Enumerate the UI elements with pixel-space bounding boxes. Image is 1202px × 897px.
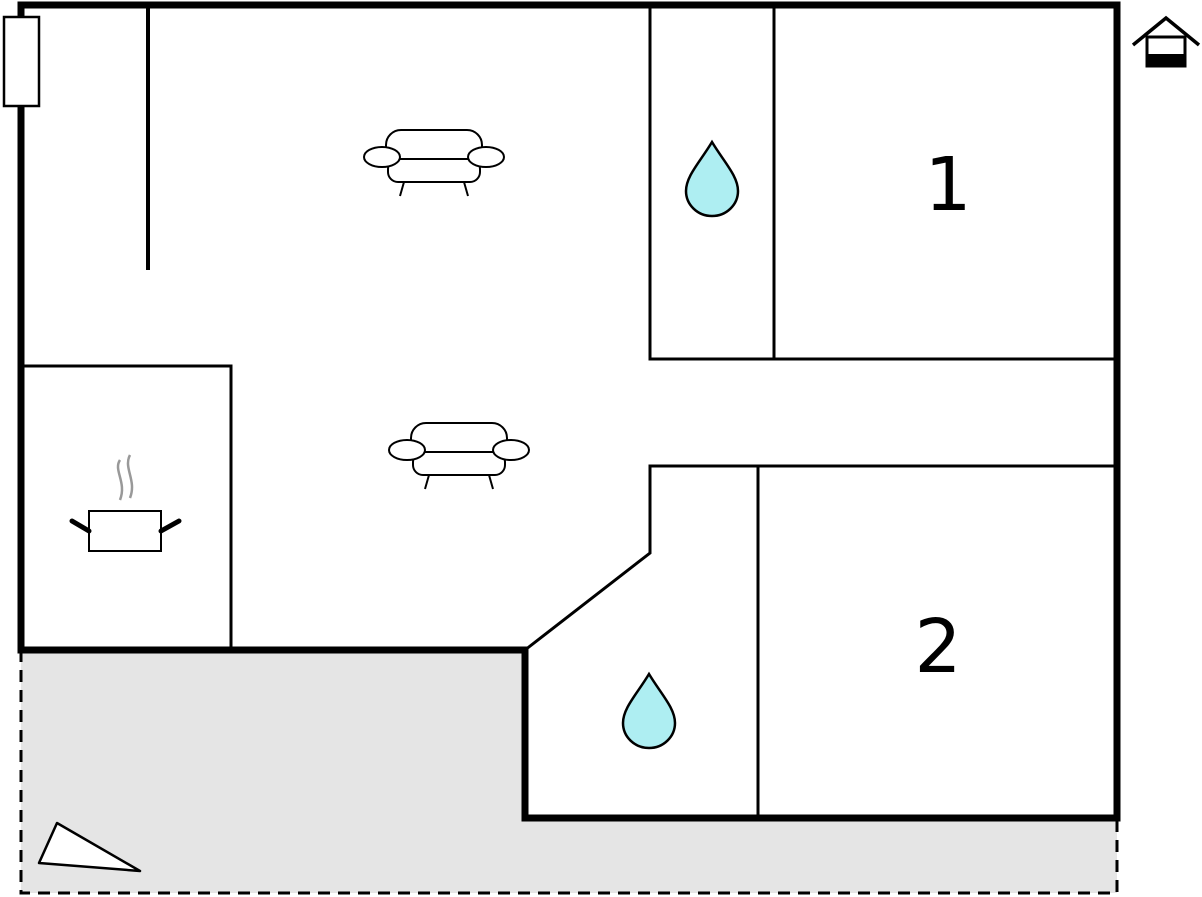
terrace-boundary (19, 650, 1119, 895)
water-drop-icon (684, 139, 740, 218)
room-label-1: 1 (924, 142, 971, 228)
compass-triangle-icon (37, 821, 142, 873)
radiator-icon (2, 15, 41, 108)
sofa-icon (363, 129, 505, 197)
kitchen-wall (21, 364, 233, 650)
bathroom-2-wall (524, 464, 1117, 652)
terrace-area (21, 650, 1117, 893)
bathroom-1-wall (648, 5, 1117, 361)
house-icon (1131, 15, 1201, 68)
water-drop-icon (621, 671, 677, 750)
room-label-2: 2 (914, 604, 961, 690)
sofa-icon (388, 422, 530, 490)
cooking-pot-icon (69, 454, 182, 552)
